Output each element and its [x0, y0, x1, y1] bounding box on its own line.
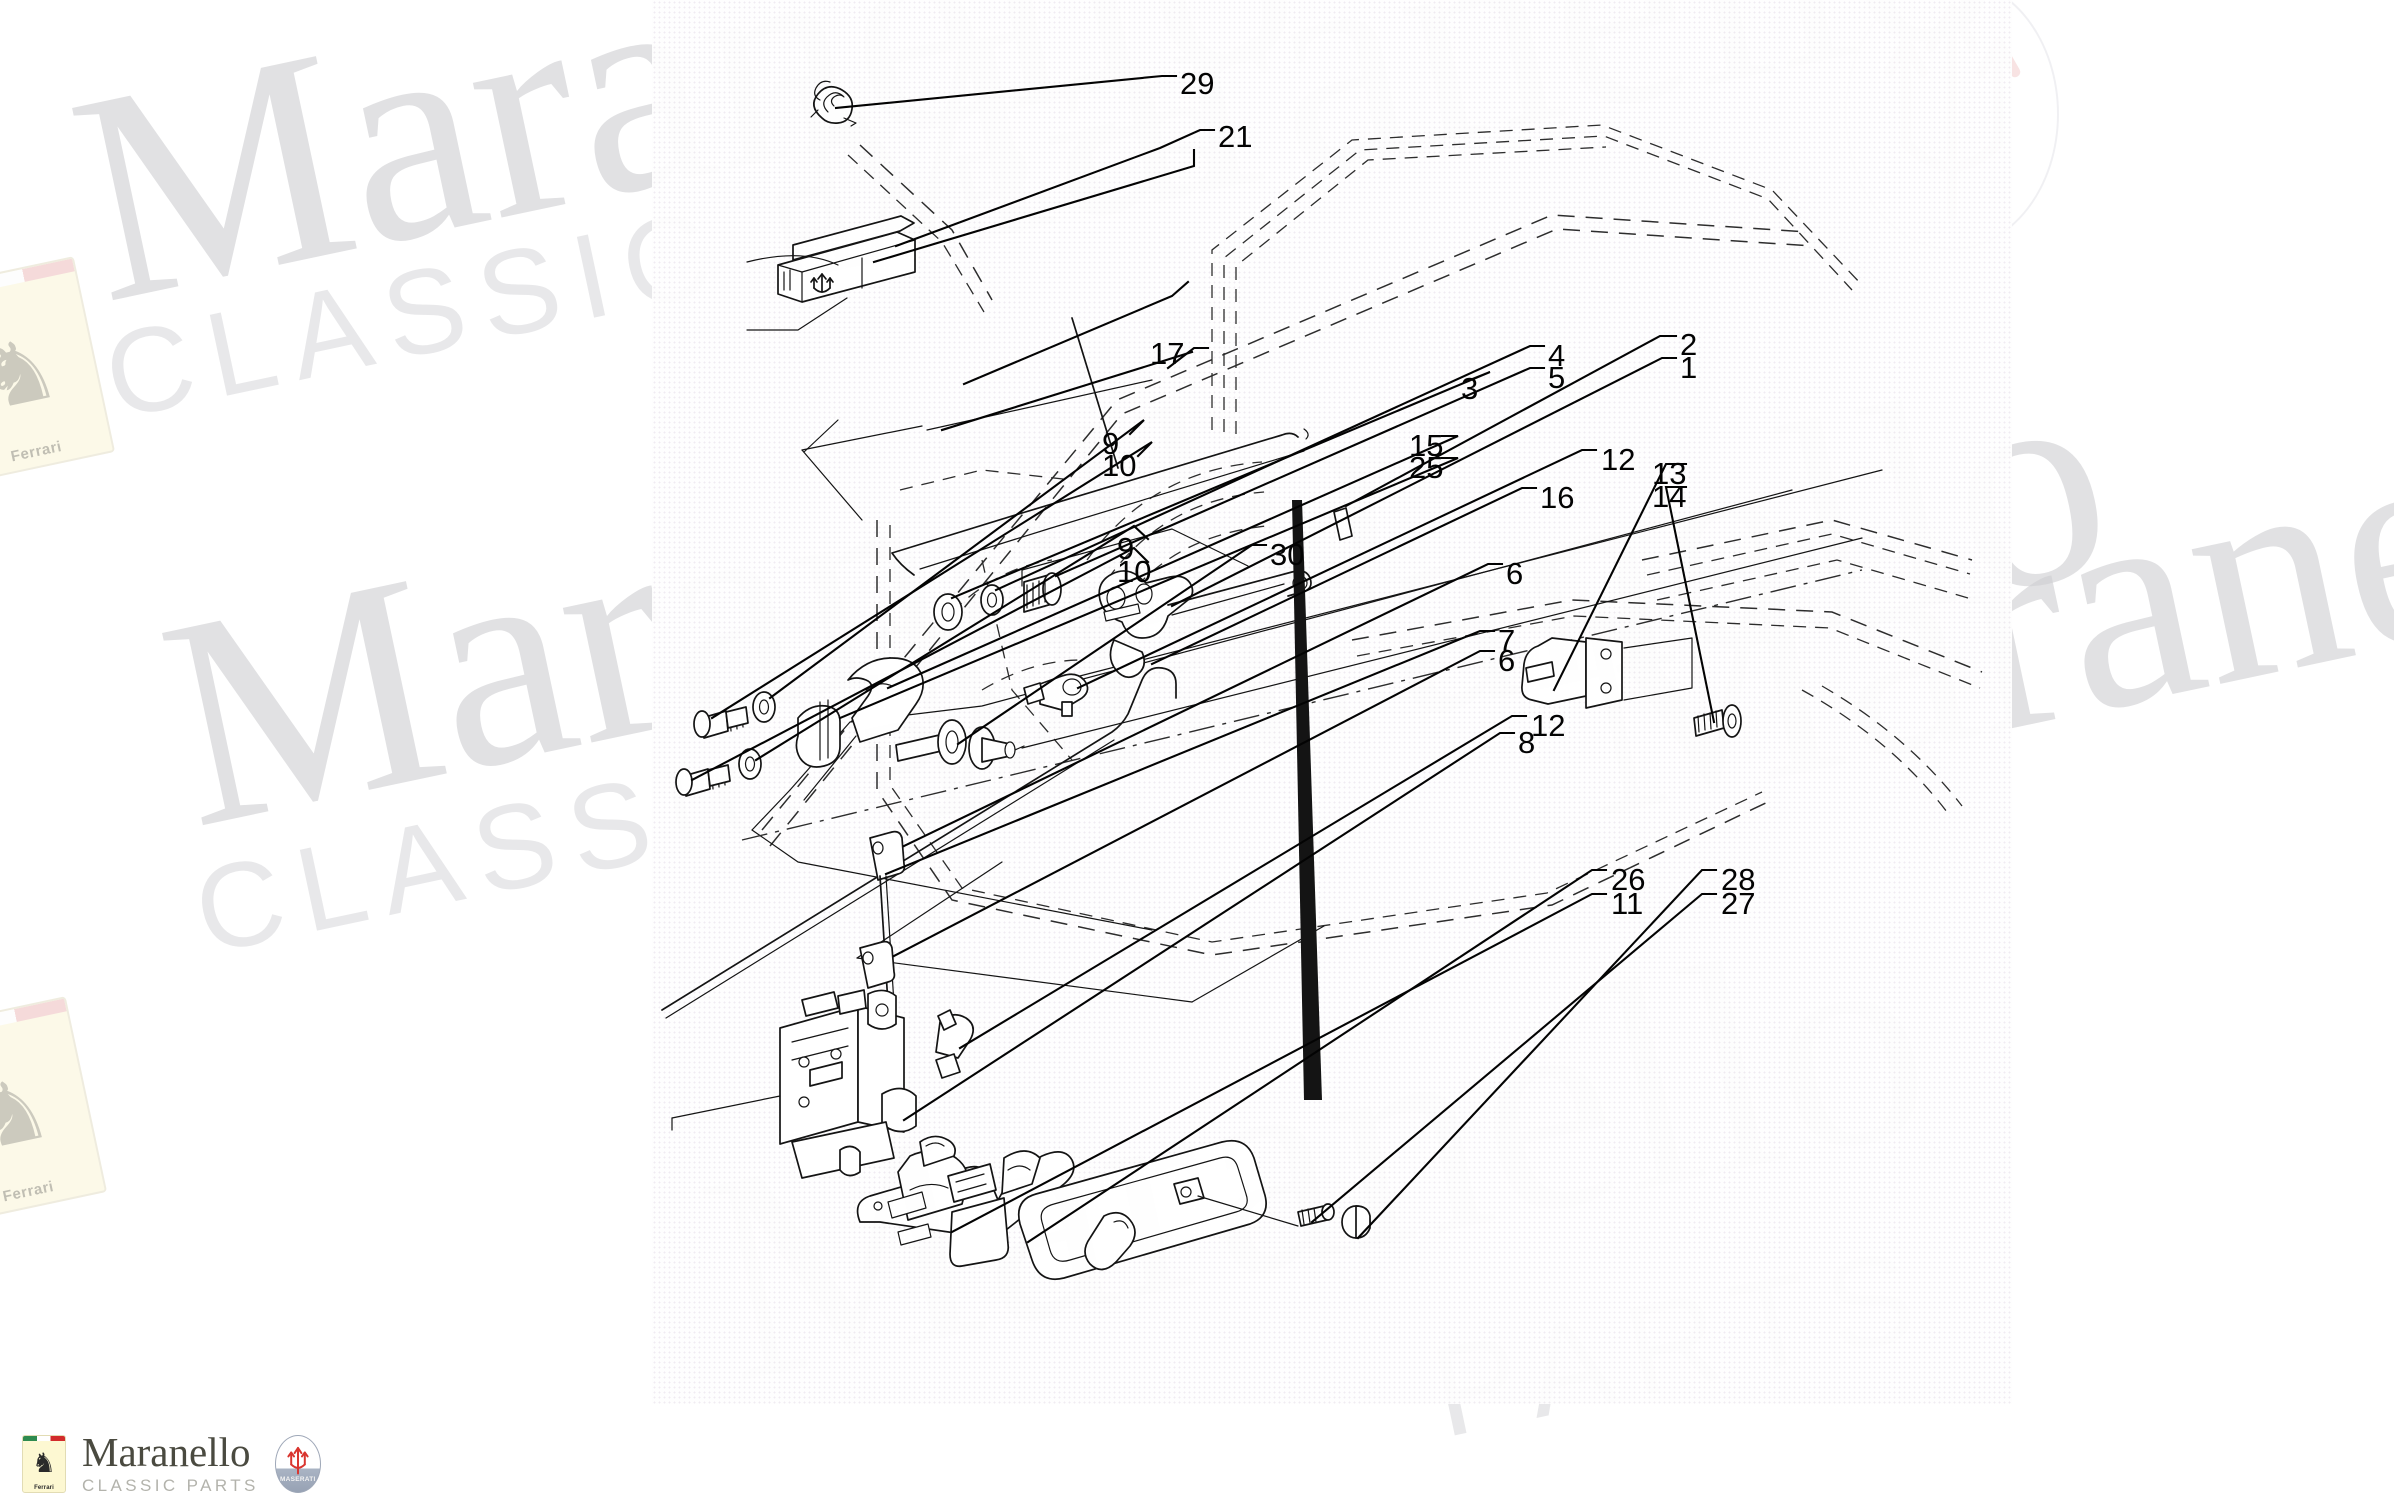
- ferrari-shield-watermark: ♞ Ferrari: [0, 256, 116, 484]
- callout-number-29: 29: [1180, 66, 1215, 101]
- brand-text-block: Maranello CLASSIC PARTS: [82, 1429, 259, 1496]
- parts-345-fasteners: [933, 572, 1062, 631]
- parts-27-28-fasteners: [1297, 1203, 1371, 1239]
- ferrari-shield-logo: ♞ Ferrari: [22, 1434, 66, 1493]
- callout-number-12: 12: [1601, 442, 1636, 477]
- body-outline-dashed: [761, 124, 1983, 956]
- callout-number-7: 7: [1498, 623, 1516, 658]
- maserati-wordmark: MASERATI: [280, 1475, 316, 1483]
- maserati-logo: MASERATI: [274, 1434, 321, 1493]
- callout-number-1: 1: [1680, 350, 1698, 385]
- brand-footer-logo: ♞ Ferrari Maranello CLASSIC PARTS MASERA…: [22, 1429, 321, 1496]
- callout-number-21: 21: [1218, 119, 1253, 154]
- callout-number-9: 9: [1117, 531, 1135, 566]
- parts-drawing: .ln { fill:none; stroke:#111; stroke-wid…: [661, 74, 1983, 1280]
- italian-flag-stripe: [23, 1435, 65, 1441]
- callout-leader-lines: [690, 74, 1718, 1244]
- part-8-lock-actuator: [671, 989, 917, 1179]
- callout-number-2: 2: [1680, 327, 1698, 362]
- callout-number-9: 9: [1102, 426, 1120, 461]
- callout-number-27: 27: [1721, 886, 1756, 921]
- prancing-horse-icon: ♞: [0, 318, 68, 429]
- callout-number-15: 15: [1409, 428, 1444, 463]
- part-26-handle-bezel: [1017, 1139, 1299, 1280]
- brand-name: Maranello: [82, 1429, 251, 1475]
- part-16-link-rod: [661, 666, 1177, 1019]
- callout-number-4: 4: [1548, 338, 1566, 373]
- brand-tagline: CLASSIC PARTS: [82, 1475, 259, 1495]
- trident-icon: [287, 1446, 309, 1475]
- callout-number-28: 28: [1721, 862, 1756, 897]
- callout-number-3: 3: [1461, 371, 1479, 406]
- part-30-buffer: [895, 719, 1016, 770]
- italian-flag-stripe: [0, 258, 75, 303]
- prancing-horse-icon: ♞: [31, 1447, 57, 1478]
- ferrari-shield-watermark: ♞ Ferrari: [0, 996, 108, 1224]
- callout-number-11: 11: [1611, 886, 1644, 921]
- part-12a-rod-clip: [1023, 673, 1089, 717]
- parts-6-7-clips: [859, 830, 906, 1005]
- diagram-panel: .ln { fill:none; stroke:#111; stroke-wid…: [652, 0, 2012, 1404]
- parts-13-14-hinge: [1521, 637, 1742, 738]
- part-21-switch-trim: [746, 215, 916, 331]
- prancing-horse-icon: ♞: [0, 1058, 60, 1169]
- ferrari-wordmark: Ferrari: [34, 1484, 54, 1491]
- part-12b-rod-clip: [935, 1009, 975, 1079]
- callout-number-26: 26: [1611, 862, 1646, 897]
- callout-number-6: 6: [1506, 556, 1524, 591]
- callout-number-12: 12: [1531, 708, 1566, 743]
- italian-flag-stripe: [0, 998, 67, 1043]
- callout-number-5: 5: [1548, 360, 1566, 395]
- callout-number-10: 10: [1102, 448, 1137, 483]
- ferrari-wordmark: Ferrari: [9, 437, 64, 466]
- ferrari-wordmark: Ferrari: [1, 1177, 56, 1206]
- parts-9-10-upper: [693, 691, 776, 739]
- callout-number-8: 8: [1518, 725, 1536, 760]
- callout-number-16: 16: [1540, 480, 1575, 515]
- callout-number-6: 6: [1498, 643, 1516, 678]
- callout-number-17: 17: [1150, 336, 1185, 371]
- callout-number-10: 10: [1117, 554, 1152, 589]
- parts-9-10-lower: [675, 748, 762, 797]
- callout-number-14: 14: [1652, 479, 1687, 514]
- part-2-pin: [1333, 507, 1353, 541]
- part-29-spring-clip: [810, 80, 857, 127]
- callout-number-25: 25: [1409, 450, 1444, 485]
- callout-number-13: 13: [1652, 456, 1687, 491]
- trident-emblem-icon: [810, 273, 834, 293]
- callout-number-30: 30: [1270, 537, 1305, 572]
- tapered-pointer-bar: [1292, 500, 1322, 1100]
